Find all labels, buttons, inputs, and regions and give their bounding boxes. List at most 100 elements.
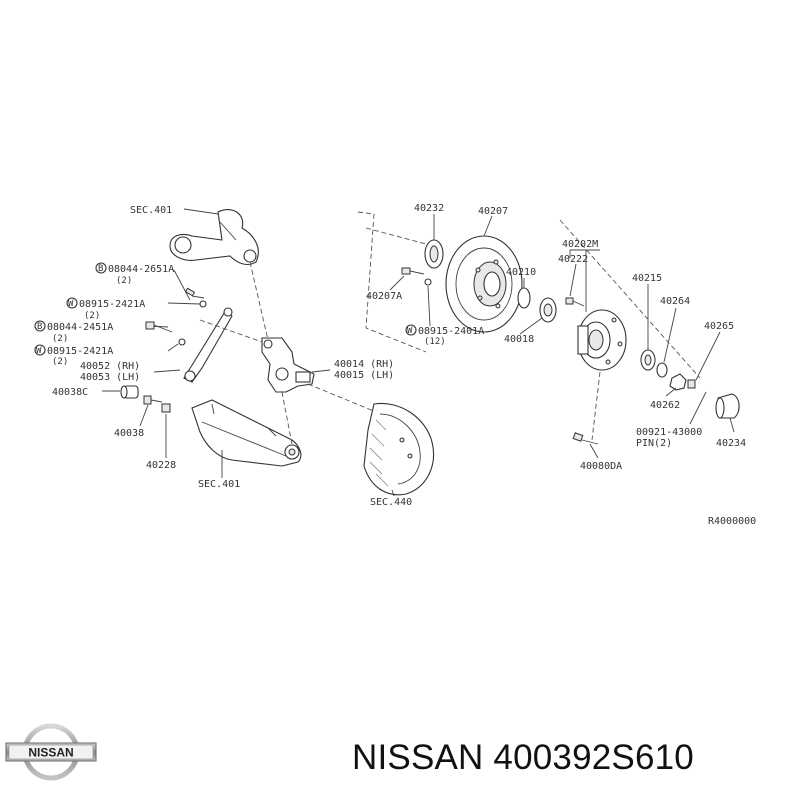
label-40265: 40265 bbox=[704, 321, 734, 332]
label-40234: 40234 bbox=[716, 438, 746, 449]
label-40202m: 40202M bbox=[562, 239, 598, 250]
lower-control-arm bbox=[191, 399, 302, 467]
bearing-40215 bbox=[640, 349, 656, 371]
svg-text:B: B bbox=[37, 322, 42, 332]
label-40210: 40210 bbox=[506, 267, 536, 278]
label-40262: 40262 bbox=[650, 400, 680, 411]
leader-40234 bbox=[729, 417, 735, 433]
label-sec401-bottom: SEC.401 bbox=[198, 479, 240, 490]
label-08044-2451a: 08044-2451A bbox=[47, 322, 113, 333]
wheel-hub-40202m bbox=[577, 309, 627, 371]
nut-40228 bbox=[161, 403, 171, 413]
badge-w-1: W bbox=[66, 297, 78, 309]
label-40232: 40232 bbox=[414, 203, 444, 214]
steering-knuckle bbox=[261, 337, 315, 393]
badge-w-3: W bbox=[405, 324, 417, 336]
bolt-40080da bbox=[572, 432, 599, 445]
washer-08915-1 bbox=[199, 300, 207, 308]
bearing-40210 bbox=[517, 287, 531, 309]
leader-40222 bbox=[569, 263, 577, 297]
leader-40207 bbox=[483, 215, 493, 237]
svg-text:W: W bbox=[36, 346, 42, 356]
label-40015: 40015 (LH) bbox=[334, 370, 394, 381]
leader-08915-2 bbox=[167, 343, 179, 352]
svg-text:W: W bbox=[68, 299, 74, 309]
bolt-08044-2451a bbox=[145, 321, 173, 333]
label-08915-2401a: 08915-2401A bbox=[418, 326, 484, 337]
hub-bolt-40222 bbox=[565, 297, 585, 307]
part-40265 bbox=[687, 379, 696, 389]
label-40228: 40228 bbox=[146, 460, 176, 471]
guide-line-5 bbox=[365, 227, 427, 245]
label-40038: 40038 bbox=[114, 428, 144, 439]
svg-text:B: B bbox=[98, 264, 103, 274]
guide-line-4 bbox=[199, 319, 263, 343]
grease-seal-40232 bbox=[424, 239, 444, 269]
brake-rotor-40207 bbox=[445, 235, 523, 333]
nut-40262 bbox=[669, 373, 687, 391]
svg-text:NISSAN: NISSAN bbox=[28, 746, 73, 760]
label-qty-2a: (2) bbox=[116, 276, 132, 286]
label-08915-2421a-2: 08915-2421A bbox=[47, 346, 113, 357]
badge-b-1: B bbox=[95, 262, 107, 274]
guide-line-3 bbox=[307, 383, 377, 413]
washer-40264 bbox=[656, 362, 668, 378]
leader-40018 bbox=[519, 317, 543, 335]
label-40052: 40052 (RH) bbox=[80, 361, 140, 372]
leader-sec401-top bbox=[183, 208, 219, 215]
label-40018: 40018 bbox=[504, 334, 534, 345]
leader-sec440 bbox=[391, 489, 395, 497]
leader-40265 bbox=[695, 331, 721, 381]
leader-08915-1 bbox=[167, 302, 201, 305]
label-pin-2: PIN(2) bbox=[636, 438, 672, 449]
label-08044-2651a: 08044-2651A bbox=[108, 264, 174, 275]
bolt-40038 bbox=[143, 395, 163, 405]
bushing-40038c bbox=[120, 385, 139, 399]
page-title: NISSAN 400392S610 bbox=[352, 738, 694, 777]
label-qty-2d: (2) bbox=[52, 357, 68, 367]
washer-08915-2401a bbox=[424, 278, 432, 286]
guide-line bbox=[249, 261, 269, 341]
stud-40207a bbox=[401, 267, 425, 275]
steering-link-40052 bbox=[183, 307, 233, 383]
label-sec440: SEC.440 bbox=[370, 497, 412, 508]
label-40038c: 40038C bbox=[52, 387, 88, 398]
bolt-08044-2651a bbox=[173, 269, 205, 301]
label-40014: 40014 (RH) bbox=[334, 359, 394, 370]
label-reference-code: R4000000 bbox=[708, 516, 756, 527]
guide-line-7 bbox=[591, 371, 601, 441]
leader-40052 bbox=[153, 369, 181, 373]
badge-b-2: B bbox=[34, 320, 46, 332]
label-40053: 40053 (LH) bbox=[80, 372, 140, 383]
label-40207: 40207 bbox=[478, 206, 508, 217]
label-40215: 40215 bbox=[632, 273, 662, 284]
label-qty-2b: (2) bbox=[84, 311, 100, 321]
label-40207a: 40207A bbox=[366, 291, 402, 302]
label-qty-2c: (2) bbox=[52, 334, 68, 344]
upper-control-arm bbox=[169, 209, 259, 265]
bearing-40018 bbox=[539, 297, 557, 323]
leader-40264 bbox=[663, 307, 677, 363]
svg-text:W: W bbox=[407, 326, 413, 336]
leader-08915-2401a bbox=[427, 285, 431, 327]
leader-40038 bbox=[139, 404, 149, 427]
washer-08915-2 bbox=[178, 338, 186, 346]
dust-shield bbox=[363, 402, 434, 496]
label-40264: 40264 bbox=[660, 296, 690, 307]
label-qty-12: (12) bbox=[424, 337, 446, 347]
label-40080da: 40080DA bbox=[580, 461, 622, 472]
label-sec401-top: SEC.401 bbox=[130, 205, 172, 216]
assembly-bracket bbox=[357, 211, 427, 353]
label-40222: 40222 bbox=[558, 254, 588, 265]
leader-40080da bbox=[589, 443, 599, 459]
guide-line-2 bbox=[281, 391, 293, 445]
leader-40207a bbox=[389, 275, 405, 291]
leader-00921 bbox=[689, 391, 707, 425]
guide-line-6 bbox=[559, 219, 701, 379]
leader-40014 bbox=[311, 369, 331, 373]
label-08915-2421a-1: 08915-2421A bbox=[79, 299, 145, 310]
leader-40262 bbox=[665, 387, 677, 397]
label-00921-43000: 00921-43000 bbox=[636, 427, 702, 438]
